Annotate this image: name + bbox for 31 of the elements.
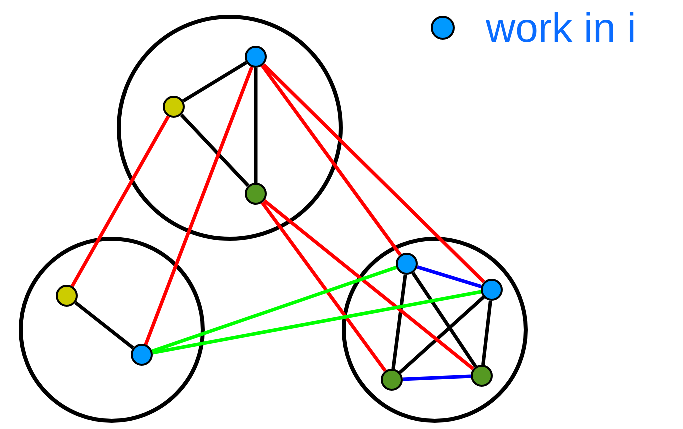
graph-edge: [412, 272, 478, 368]
graph-edge: [144, 66, 254, 346]
cluster-circle: [117, 15, 343, 241]
graph-edge: [399, 296, 485, 374]
graph-edge: [262, 63, 486, 284]
graph-vertex: [163, 96, 185, 118]
graph-vertex: [396, 253, 418, 275]
graph-vertex: [471, 365, 493, 387]
graph-edge: [417, 266, 482, 288]
graph-edge: [70, 116, 170, 288]
cluster-circle: [19, 237, 205, 423]
graph-edge: [482, 300, 492, 366]
graph-edge: [152, 266, 398, 354]
graph-edge: [254, 68, 258, 183]
graph-vertex: [245, 183, 267, 205]
graph-edge: [152, 290, 482, 355]
legend-text: work in i: [486, 6, 636, 50]
graph-vertex: [56, 285, 78, 307]
graph-edge: [261, 64, 402, 256]
graph-vertex: [131, 344, 153, 366]
cluster-circle: [342, 237, 528, 423]
graph-edge: [392, 274, 408, 370]
graph-edge: [263, 200, 475, 370]
graph-edge: [180, 114, 250, 188]
graph-edge: [182, 61, 248, 103]
graph-vertex: [381, 369, 403, 391]
graph-edge: [261, 202, 387, 372]
graph-edge: [74, 301, 134, 350]
graph-edge: [402, 374, 472, 382]
graph-vertex: [481, 279, 503, 301]
graph-vertex: [245, 46, 267, 68]
